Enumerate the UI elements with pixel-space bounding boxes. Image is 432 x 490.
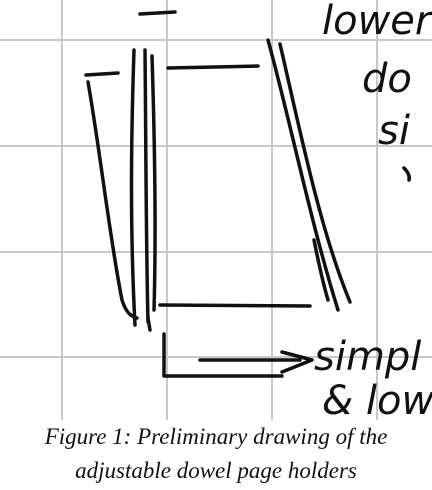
bottom-bracket <box>146 316 152 332</box>
right-margin-stroke <box>402 166 411 182</box>
sketch-drawing: lower do si simpl & low <box>0 0 432 420</box>
top-dash-stroke <box>138 10 177 16</box>
caption-line-1: Figure 1: Preliminary drawing of the <box>44 424 388 449</box>
left-dowel-line-3 <box>150 54 157 312</box>
bracket-to-arrow <box>162 332 284 378</box>
left-dowel-line-1 <box>129 48 137 327</box>
note-arrow-label-2: & low <box>322 378 432 420</box>
note-top-right-1: lower <box>322 0 432 44</box>
right-dowel-line-1 <box>266 38 340 312</box>
note-top-right-2: do <box>362 56 412 102</box>
ink-strokes <box>84 10 411 378</box>
handwritten-notes: lower do si simpl & low <box>314 0 432 420</box>
left-top-dash <box>84 71 120 77</box>
right-dowel-line-3 <box>312 238 330 302</box>
note-arrow-label-1: simpl <box>314 334 421 380</box>
left-outer-line <box>86 80 139 320</box>
top-crossbar <box>166 64 260 70</box>
left-dowel-line-2 <box>143 48 150 324</box>
grid-lines <box>0 0 432 420</box>
figure-caption: Figure 1: Preliminary drawing of the adj… <box>0 420 432 488</box>
right-dowel-line-2 <box>278 42 352 304</box>
bottom-crossbar <box>158 303 312 308</box>
arrow-head <box>280 350 314 374</box>
caption-line-2: adjustable dowel page holders <box>75 458 357 483</box>
note-top-right-3: si <box>378 108 410 154</box>
